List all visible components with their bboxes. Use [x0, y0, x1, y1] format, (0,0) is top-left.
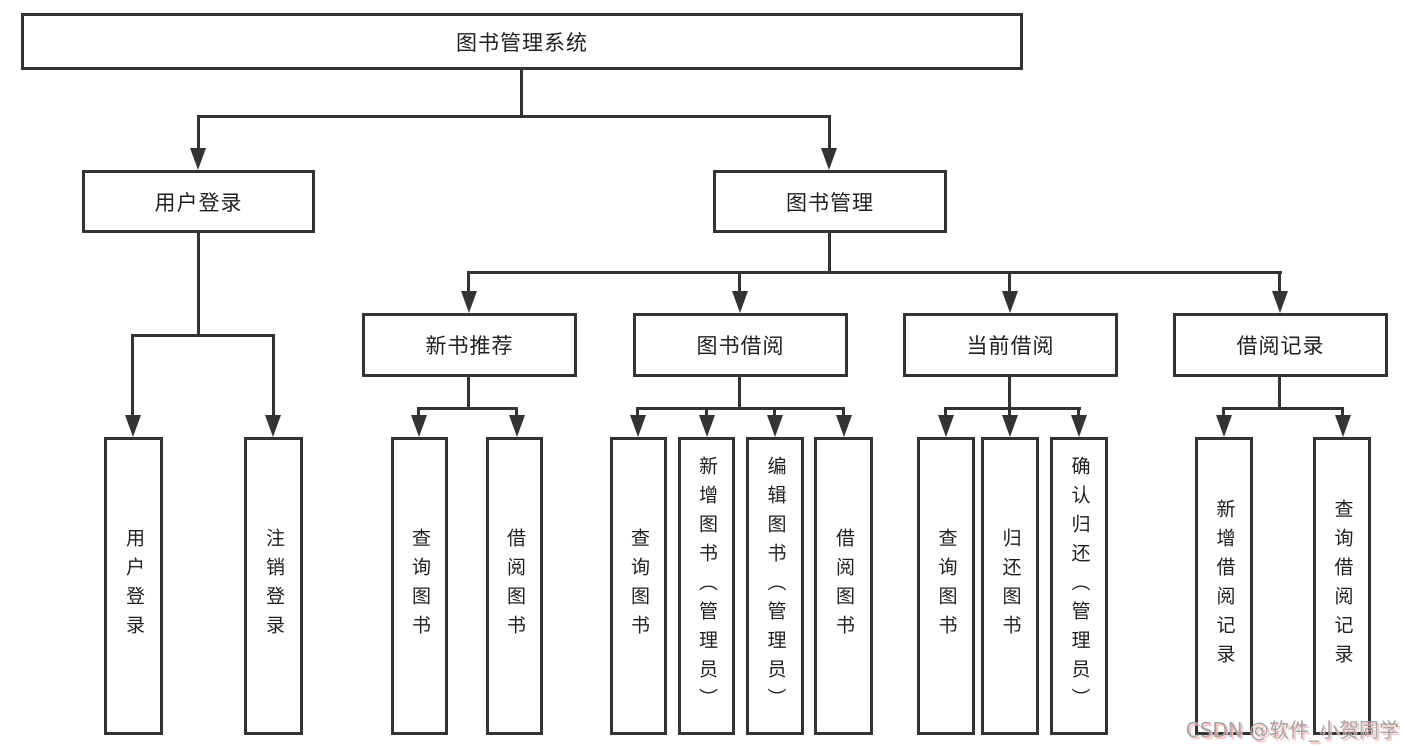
connector-arrow-leaf-logout-line — [272, 334, 275, 422]
node-leaf-cb-return-label: 归还图书 — [999, 528, 1022, 644]
node-root-label: 图书管理系统 — [456, 30, 588, 55]
node-new-book-rec: 新书推荐 — [362, 313, 577, 377]
arrowhead-nb-borrow — [509, 415, 525, 437]
connector-arrow-book-borrow-line — [738, 271, 741, 301]
node-book-mgmt-label: 图书管理 — [786, 190, 874, 215]
node-leaf-cb-confirm-label: 确认归还（管理员） — [1068, 455, 1091, 717]
node-leaf-nb-query: 查询图书 — [391, 437, 448, 735]
connector-borrow-records-stub — [1278, 376, 1281, 410]
connector-arrow-leaf-user-login-line — [131, 334, 134, 422]
connector-root-stub — [520, 68, 523, 118]
node-book-borrow-label: 图书借阅 — [696, 334, 785, 358]
node-borrow-records: 借阅记录 — [1173, 313, 1388, 377]
connector-new-book-rec-stub — [467, 376, 470, 410]
node-leaf-nb-borrow-label: 借阅图书 — [504, 528, 526, 644]
connector-current-borrow-stub — [1008, 376, 1011, 410]
connector-borrow-records-hline — [1222, 407, 1344, 410]
node-leaf-bb-add-label: 新增图书（管理员） — [696, 455, 718, 717]
connector-arrow-book-mgmt-line — [828, 115, 831, 160]
node-leaf-logout-label: 注销登录 — [263, 528, 285, 644]
arrowhead-new-book-rec — [461, 291, 477, 313]
node-current-borrow: 当前借阅 — [903, 313, 1118, 377]
arrowhead-bb-query — [630, 415, 646, 437]
connector-arrow-borrow-records-line — [1278, 271, 1281, 301]
arrowhead-leaf-user-login — [125, 415, 141, 437]
node-leaf-bb-add: 新增图书（管理员） — [678, 437, 735, 735]
arrowhead-borrow-records — [1272, 291, 1288, 313]
node-borrow-records-label: 借阅记录 — [1236, 334, 1325, 358]
node-leaf-cb-return: 归还图书 — [981, 437, 1039, 735]
node-leaf-br-query-label: 查询借阅记录 — [1331, 499, 1354, 673]
connector-arrow-user-login-line — [197, 115, 200, 160]
node-leaf-logout: 注销登录 — [244, 437, 303, 735]
node-leaf-br-add: 新增借阅记录 — [1195, 437, 1253, 735]
connector-level3-hline — [467, 271, 1282, 274]
connector-user-login-hline — [131, 334, 275, 337]
csdn-watermark: CSDN @软件_小贺同学 — [1185, 718, 1399, 742]
node-book-borrow: 图书借阅 — [633, 313, 848, 377]
node-leaf-bb-borrow: 借阅图书 — [814, 437, 873, 735]
connector-level2-hline — [197, 115, 831, 118]
arrowhead-br-add — [1216, 415, 1232, 437]
arrowhead-cb-return — [1002, 415, 1018, 437]
node-user-login-label: 用户登录 — [154, 190, 243, 215]
node-leaf-user-login-label: 用户登录 — [123, 528, 145, 644]
arrowhead-bb-edit — [767, 415, 783, 437]
node-new-book-rec-label: 新书推荐 — [425, 334, 514, 358]
arrowhead-user-login — [190, 148, 206, 170]
node-leaf-user-login: 用户登录 — [104, 437, 163, 735]
arrowhead-book-mgmt — [821, 148, 837, 170]
node-leaf-nb-borrow: 借阅图书 — [486, 437, 543, 735]
node-root: 图书管理系统 — [21, 13, 1023, 70]
node-leaf-nb-query-label: 查询图书 — [409, 528, 431, 644]
node-leaf-cb-confirm: 确认归还（管理员） — [1050, 437, 1108, 735]
arrowhead-leaf-logout — [265, 415, 281, 437]
node-leaf-bb-borrow-label: 借阅图书 — [833, 528, 855, 644]
arrowhead-book-borrow — [732, 291, 748, 313]
connector-user-login-stub — [197, 232, 200, 337]
node-leaf-br-add-label: 新增借阅记录 — [1213, 499, 1236, 673]
arrowhead-cb-confirm — [1071, 415, 1087, 437]
connector-new-book-rec-hline — [417, 407, 518, 410]
node-leaf-bb-edit: 编辑图书（管理员） — [746, 437, 804, 735]
node-leaf-cb-query-label: 查询图书 — [935, 528, 958, 644]
connector-arrow-new-book-rec-line — [467, 271, 470, 301]
node-book-mgmt: 图书管理 — [713, 170, 947, 233]
node-leaf-cb-query: 查询图书 — [917, 437, 975, 735]
connector-book-mgmt-stub — [828, 232, 831, 274]
arrowhead-nb-query — [411, 415, 427, 437]
arrowhead-bb-borrow — [836, 415, 852, 437]
node-leaf-br-query: 查询借阅记录 — [1313, 437, 1371, 735]
arrowhead-bb-add — [699, 415, 715, 437]
connector-book-borrow-stub — [738, 376, 741, 410]
connector-arrow-current-borrow-line — [1008, 271, 1011, 301]
connector-current-borrow-hline — [944, 407, 1081, 410]
arrowhead-br-query — [1335, 415, 1351, 437]
node-current-borrow-label: 当前借阅 — [966, 334, 1055, 358]
node-leaf-bb-query-label: 查询图书 — [628, 528, 650, 644]
node-user-login: 用户登录 — [82, 170, 315, 233]
node-leaf-bb-query: 查询图书 — [610, 437, 667, 735]
node-leaf-bb-edit-label: 编辑图书（管理员） — [764, 455, 787, 717]
connector-book-borrow-hline — [636, 407, 845, 410]
arrowhead-current-borrow — [1002, 291, 1018, 313]
arrowhead-cb-query — [938, 415, 954, 437]
